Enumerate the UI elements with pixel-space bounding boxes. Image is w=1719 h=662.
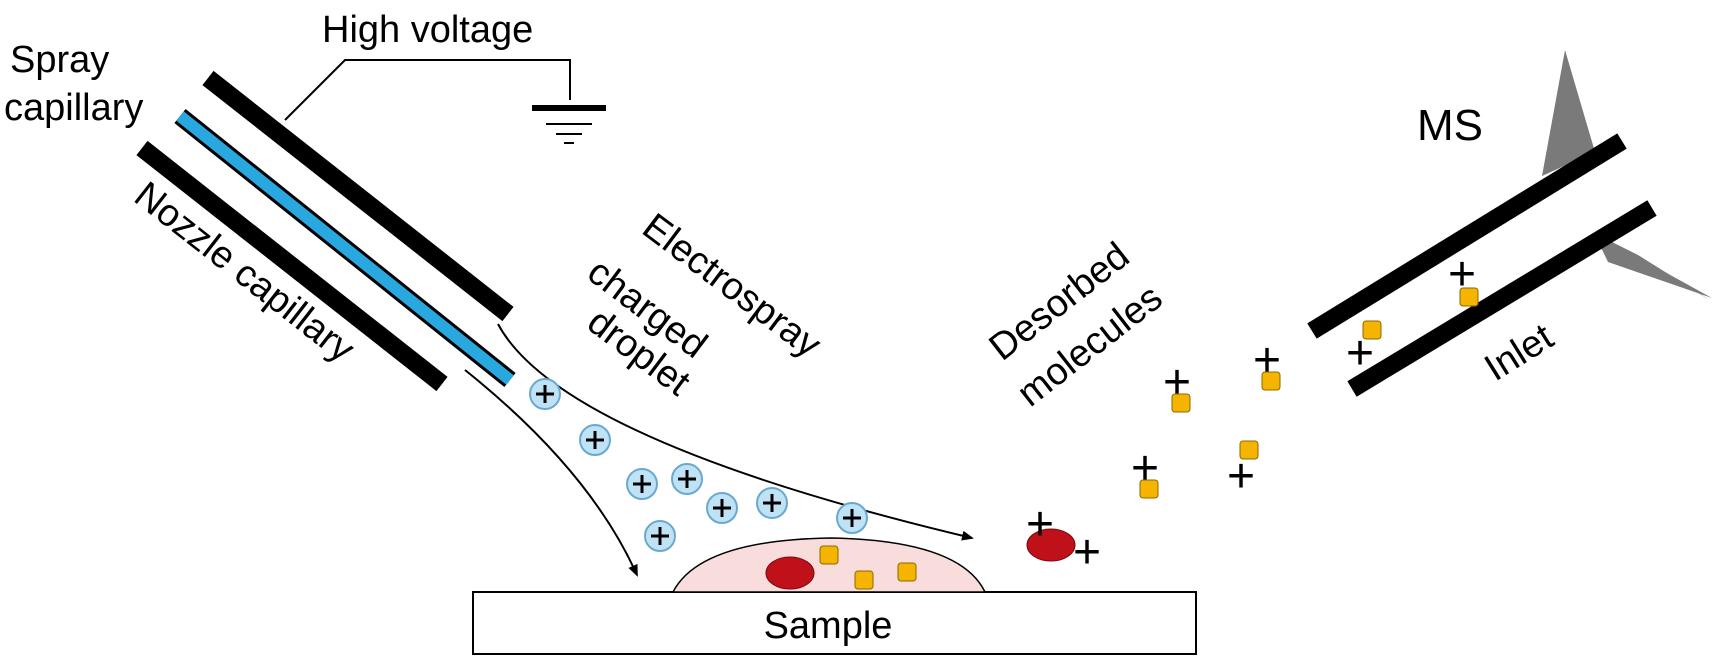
charged-droplet	[756, 487, 788, 519]
inlet-label: Inlet	[1478, 316, 1562, 390]
charge-mark: +	[1227, 450, 1255, 503]
desorbed-ion	[1139, 479, 1159, 499]
charged-droplet	[626, 468, 658, 500]
inlet-ion	[1459, 287, 1479, 307]
charged-droplet	[579, 424, 611, 456]
high-voltage-wire	[284, 59, 571, 121]
nozzle-capillary-lower-wall	[136, 140, 448, 392]
spray-path-left	[464, 369, 638, 577]
desorbed-ion	[1239, 440, 1259, 460]
charge-mark: +	[1253, 334, 1281, 387]
analyte-ion	[897, 562, 917, 582]
charge-mark: +	[1026, 498, 1054, 551]
analyte-ion	[854, 570, 874, 590]
spray-capillary-label-line2: capillary	[4, 87, 143, 129]
ms-inlet-upper-wall	[1307, 133, 1627, 339]
sample-slab	[472, 591, 1197, 655]
charged-droplet	[529, 378, 561, 410]
charge-mark: +	[1131, 442, 1159, 495]
nozzle-capillary-label: Nozzle capillary	[126, 174, 362, 371]
desorbed-ion	[1171, 393, 1191, 413]
ground-symbol-icon	[532, 105, 606, 144]
charge-mark: +	[1163, 356, 1191, 409]
analyte-molecule	[765, 556, 815, 590]
sample-label: Sample	[764, 605, 893, 647]
charged-droplet	[706, 492, 738, 524]
inlet-ion	[1362, 320, 1382, 340]
nozzle-capillary-upper-wall	[202, 70, 514, 322]
ms-inlet-lower-wall	[1347, 200, 1657, 397]
charge-mark: +	[1073, 526, 1101, 579]
ms-cone-icon	[1542, 50, 1595, 176]
analyte-ion	[819, 545, 839, 565]
charged-droplet	[836, 502, 868, 534]
charged-droplet	[644, 520, 676, 552]
spray-capillary-fill	[176, 111, 514, 385]
desorbed-ion	[1261, 371, 1281, 391]
desorbed-molecule	[1026, 528, 1076, 562]
charged-droplet	[671, 463, 703, 495]
ms-cone-icon	[1594, 233, 1712, 298]
ms-label: MS	[1417, 101, 1483, 150]
high-voltage-label: High voltage	[322, 9, 533, 51]
spray-capillary-label-line1: Spray	[10, 39, 109, 81]
